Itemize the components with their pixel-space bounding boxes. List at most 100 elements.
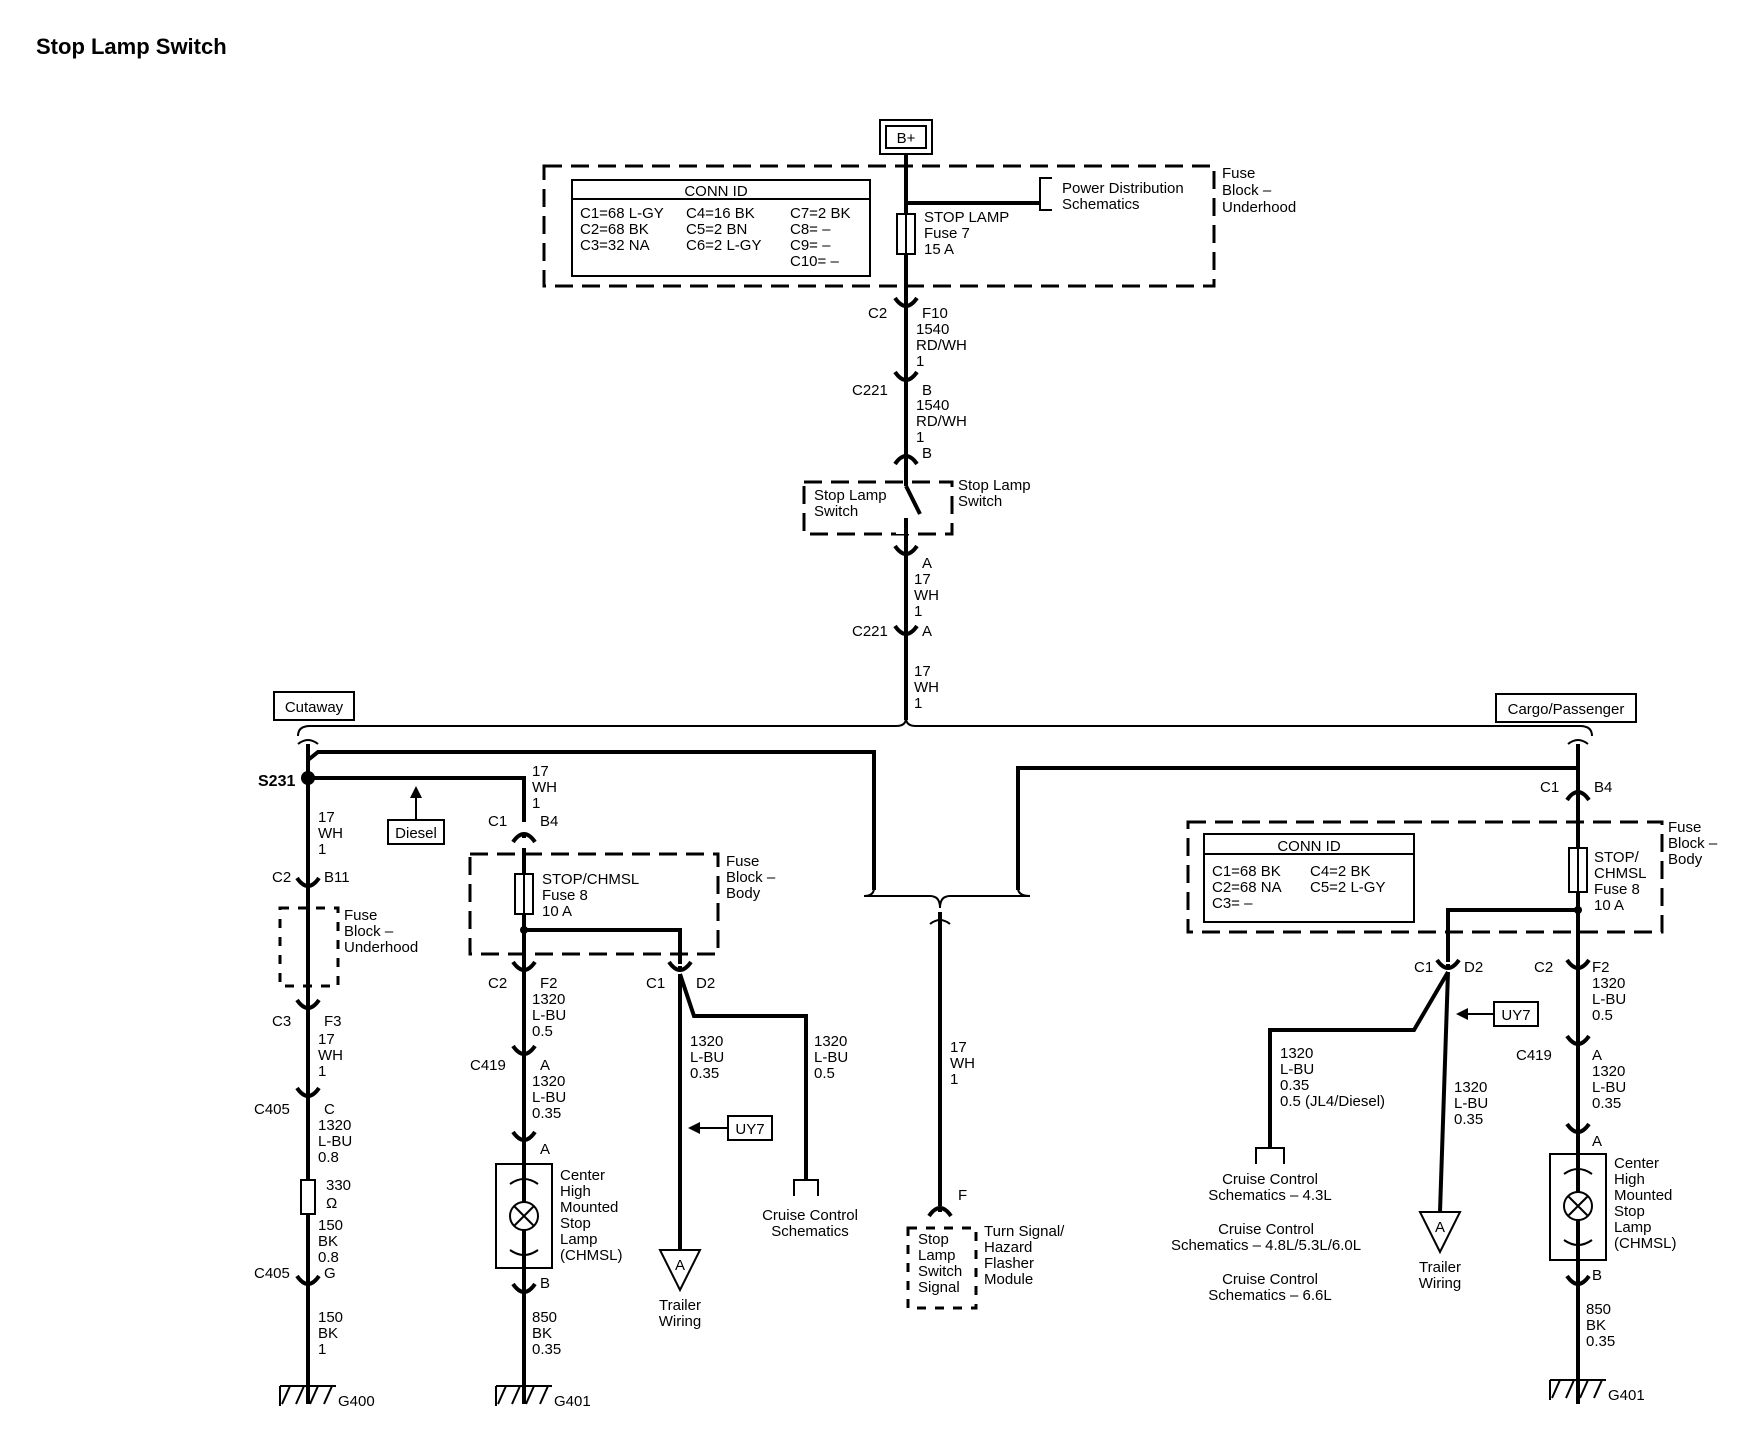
trailer-wire-right [1438, 971, 1450, 1213]
svg-text:C3: C3 [272, 1013, 291, 1030]
option-cutaway-label: Cutaway [273, 691, 355, 721]
cutaway-bus-to-center [306, 750, 876, 890]
svg-text:1: 1 [916, 429, 924, 446]
cargo-wire-label-850: 850 BK 0.35 [1586, 1301, 1615, 1350]
svg-text:Wiring: Wiring [659, 1313, 702, 1330]
svg-text:Body: Body [726, 885, 761, 902]
svg-text:Ω: Ω [326, 1195, 337, 1212]
cutaway-top-connector [297, 739, 319, 745]
svg-text:1: 1 [318, 841, 326, 858]
svg-text:Flasher: Flasher [984, 1255, 1034, 1272]
svg-text:1320: 1320 [532, 1073, 565, 1090]
svg-text:A: A [675, 1257, 685, 1274]
svg-text:CONN ID: CONN ID [1277, 838, 1341, 855]
svg-text:STOP LAMP: STOP LAMP [924, 209, 1009, 226]
svg-text:0.8: 0.8 [318, 1249, 339, 1266]
svg-text:Cruise Control: Cruise Control [762, 1207, 858, 1224]
connector-chmsl-b-left: B [511, 1275, 550, 1294]
connector-c1-d2-left: C1 D2 [646, 960, 715, 992]
svg-text:0.35: 0.35 [1586, 1333, 1615, 1350]
svg-text:Stop Lamp: Stop Lamp [958, 477, 1031, 494]
svg-text:WH: WH [532, 779, 557, 796]
svg-text:L-BU: L-BU [814, 1049, 848, 1066]
svg-text:B4: B4 [540, 813, 558, 830]
cutaway-branch-wire [308, 776, 526, 822]
svg-text:G400: G400 [338, 1393, 375, 1410]
svg-text:C: C [324, 1101, 335, 1118]
svg-text:Diesel: Diesel [395, 825, 437, 842]
svg-text:C7=2 BK: C7=2 BK [790, 205, 850, 222]
svg-text:BK: BK [532, 1325, 552, 1342]
stop-lamp-switch-outline [802, 480, 954, 536]
battery-positive: B+ [879, 119, 933, 155]
svg-text:C1: C1 [1414, 959, 1433, 976]
svg-text:0.35: 0.35 [1592, 1095, 1621, 1112]
svg-text:C1: C1 [1540, 779, 1559, 796]
trailer-wiring-ref-left: A Trailer Wiring [658, 1249, 702, 1330]
svg-text:L-BU: L-BU [532, 1007, 566, 1024]
svg-text:C405: C405 [254, 1101, 290, 1118]
svg-text:Block –: Block – [1222, 182, 1272, 199]
connector-switch-b: B [893, 445, 932, 466]
connector-switch-a: A [893, 544, 932, 572]
option-cargo-passenger-label: Cargo/Passenger [1495, 693, 1637, 723]
trailer-wiring-ref-right: A Trailer Wiring [1418, 1211, 1462, 1292]
svg-text:Stop Lamp: Stop Lamp [814, 487, 887, 504]
wire-label-1540-b: 1540 RD/WH 1 [916, 397, 967, 446]
svg-text:C3= –: C3= – [1212, 895, 1253, 912]
svg-text:L-BU: L-BU [1592, 1079, 1626, 1096]
stop-lamp-switch-label-right: Stop Lamp Switch [958, 477, 1031, 510]
cutaway-wire-label-150-a: 150 BK 0.8 [318, 1217, 343, 1266]
svg-text:F: F [958, 1187, 967, 1204]
svg-text:17: 17 [532, 763, 549, 780]
connector-c1-b4-left: C1 B4 [488, 813, 558, 844]
ground-g401-left: G401 [495, 1385, 591, 1410]
cargo-bus-to-center [1016, 766, 1580, 890]
svg-text:Fuse 8: Fuse 8 [1594, 881, 1640, 898]
svg-text:17: 17 [318, 809, 335, 826]
svg-text:C8= –: C8= – [790, 221, 831, 238]
connector-pin-f: F [927, 1187, 967, 1218]
svg-text:WH: WH [914, 679, 939, 696]
svg-text:L-BU: L-BU [1454, 1095, 1488, 1112]
svg-text:STOP/: STOP/ [1594, 849, 1640, 866]
svg-text:A: A [1592, 1133, 1602, 1150]
svg-text:C2=68 NA: C2=68 NA [1212, 879, 1282, 896]
fuse-block-underhood-label: Fuse Block – Underhood [1222, 165, 1296, 216]
svg-text:B4: B4 [1594, 779, 1612, 796]
svg-text:B: B [540, 1275, 550, 1292]
svg-text:G: G [324, 1265, 336, 1282]
cutaway-wire-label-1320: 1320 L-BU 0.8 [318, 1117, 352, 1166]
svg-text:Trailer: Trailer [1419, 1259, 1461, 1276]
svg-text:15 A: 15 A [924, 241, 954, 258]
cruise-control-ref-right: Cruise Control Schematics – 4.3L Cruise … [1171, 1147, 1361, 1304]
svg-text:Fuse: Fuse [344, 907, 377, 924]
cutaway-wire-label-17wh-b: 17 WH 1 [318, 1031, 343, 1080]
svg-text:Stop: Stop [560, 1215, 591, 1232]
svg-text:330: 330 [326, 1177, 351, 1194]
svg-text:Stop: Stop [1614, 1203, 1645, 1220]
svg-text:BK: BK [318, 1233, 338, 1250]
svg-text:Switch: Switch [814, 503, 858, 520]
svg-text:1: 1 [914, 603, 922, 620]
stop-chmsl-fuse-8-left: STOP/CHMSL Fuse 8 10 A [514, 871, 639, 920]
connector-chmsl-a-right: A [1565, 1122, 1602, 1150]
connector-c1-b4-right: C1 B4 [1540, 779, 1612, 802]
svg-text:B+: B+ [897, 130, 916, 147]
svg-text:(CHMSL): (CHMSL) [560, 1247, 623, 1264]
svg-text:Center: Center [560, 1167, 605, 1184]
svg-text:L-BU: L-BU [1280, 1061, 1314, 1078]
svg-text:UY7: UY7 [735, 1121, 764, 1138]
svg-text:Cruise Control: Cruise Control [1218, 1221, 1314, 1238]
svg-text:Center: Center [1614, 1155, 1659, 1172]
svg-text:CHMSL: CHMSL [1594, 865, 1647, 882]
svg-text:BK: BK [1586, 1317, 1606, 1334]
svg-text:1: 1 [950, 1071, 958, 1088]
svg-text:Trailer: Trailer [659, 1297, 701, 1314]
fuse-block-underhood-outline [542, 164, 1216, 288]
connector-c3-f3: C3 F3 [272, 998, 342, 1030]
cargo-wire-label-1320-035: 1320 L-BU 0.35 [1592, 1063, 1626, 1112]
svg-text:C4=2 BK: C4=2 BK [1310, 863, 1370, 880]
cruise-wire-right [1268, 970, 1450, 1148]
connector-chmsl-a-left: A [511, 1130, 550, 1158]
